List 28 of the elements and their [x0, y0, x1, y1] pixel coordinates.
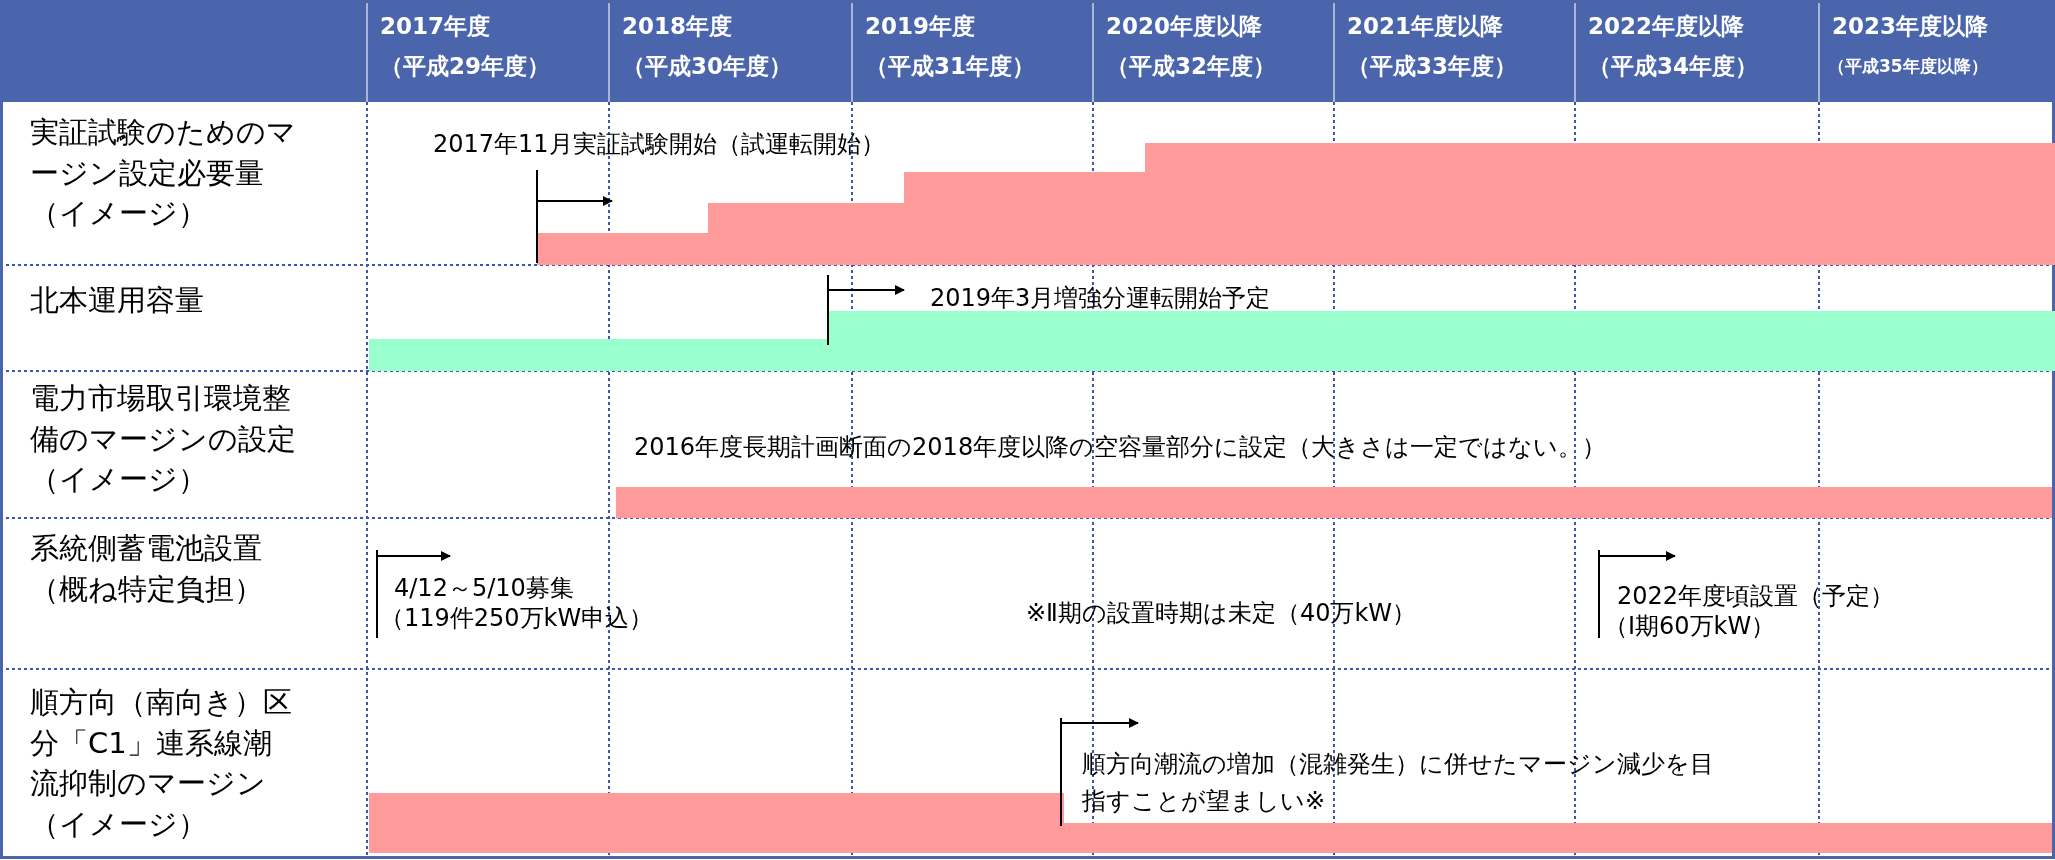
column-header: 2018年度 [622, 12, 732, 41]
annotation-text: 2019年3月増強分運転開始予定 [930, 283, 1271, 313]
annotation-text: 2022年度頃設置（予定） [1617, 581, 1895, 611]
column-header: 2020年度以降 [1106, 12, 1262, 41]
column-header: （平成31年度） [865, 52, 1035, 81]
annotation-text: 2016年度長期計画断面の2018年度以降の空容量部分に設定（大きさは一定ではない。） [634, 432, 1607, 462]
row-header: 北本運用容量 [30, 282, 205, 319]
column-header: 2017年度 [380, 12, 490, 41]
row-header: 実証試験のためのマージン設定必要量（イメージ） [30, 114, 297, 233]
annotation-text: ※Ⅱ期の設置時期は未定（40万kW） [1026, 598, 1417, 628]
column-header: 2023年度以降 [1832, 12, 1988, 41]
row-header: 系統側蓄電池設置（概ね特定負担） [30, 530, 264, 608]
column-header: （平成30年度） [622, 52, 792, 81]
column-header: （平成34年度） [1588, 52, 1758, 81]
column-header: 2019年度 [865, 12, 975, 41]
row-header: 順方向（南向き）区分「C1」連系線潮流抑制のマージン（イメージ） [30, 684, 293, 843]
column-header: （平成33年度） [1347, 52, 1517, 81]
annotation-text: 順方向潮流の増加（混雑発生）に併せたマージン減少を目指すことが望ましい※ [1082, 749, 1714, 818]
annotation-text: （119件250万kW申込） [380, 603, 654, 633]
row-header: 電力市場取引環境整備のマージンの設定（イメージ） [30, 380, 297, 499]
annotation-text: （Ⅰ期60万kW） [1604, 611, 1776, 641]
column-header: （平成32年度） [1106, 52, 1276, 81]
annotation-text: 2017年11月実証試験開始（試運転開始） [433, 129, 885, 159]
column-header: （平成29年度） [380, 52, 550, 81]
column-header: 2022年度以降 [1588, 12, 1744, 41]
column-header: （平成35年度以降） [1828, 56, 1988, 78]
column-header: 2021年度以降 [1347, 12, 1503, 41]
annotation-text: 4/12～5/10募集 [394, 573, 574, 603]
